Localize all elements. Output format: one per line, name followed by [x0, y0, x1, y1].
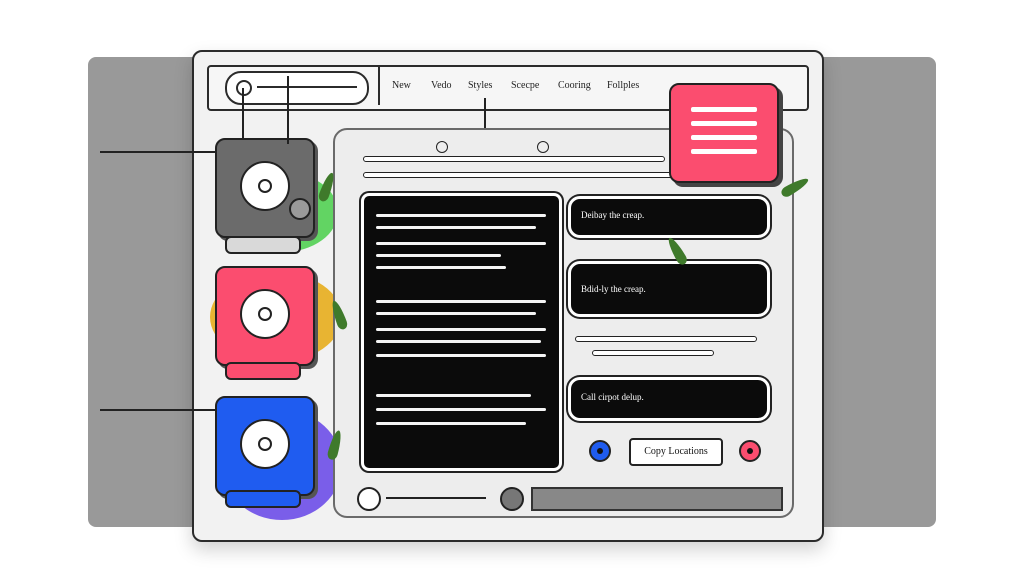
- text-line: [376, 312, 536, 315]
- camera-tile-pink[interactable]: [215, 266, 315, 366]
- message-text: Deibay the creap.: [581, 210, 645, 220]
- pointer-line: [100, 409, 215, 411]
- camera-tile-gray[interactable]: [215, 138, 315, 238]
- text-line: [376, 242, 546, 245]
- text-line: [376, 408, 546, 411]
- nav-separator: [378, 67, 380, 105]
- pink-tile-label: [225, 362, 301, 380]
- gray-tile-label: [225, 236, 301, 254]
- note-line: [691, 149, 757, 154]
- floating-note-card[interactable]: [669, 83, 779, 183]
- divider-line: [592, 350, 714, 356]
- text-line: [376, 300, 546, 303]
- camera-tile-blue[interactable]: [215, 396, 315, 496]
- divider-line: [575, 336, 757, 342]
- nav-item-follples[interactable]: Follples: [607, 80, 640, 91]
- camera-icon: [240, 289, 290, 339]
- blue-tile-label: [225, 490, 301, 508]
- message-text: Call cirpot delup.: [581, 392, 644, 402]
- text-line: [376, 328, 546, 331]
- text-panel: [361, 193, 562, 471]
- nav-item-scecpe[interactable]: Scecpe: [511, 80, 540, 91]
- copy-locations-button[interactable]: Copy Locations: [629, 438, 723, 466]
- text-line: [376, 254, 501, 257]
- search-icon: [236, 80, 252, 96]
- message-text: Bdid-ly the creap.: [581, 284, 646, 294]
- message-bubble[interactable]: Bdid-ly the creap.: [568, 261, 770, 317]
- pointer-line: [287, 76, 289, 144]
- progress-line: [386, 497, 486, 499]
- text-line: [376, 226, 536, 229]
- pink-record-button[interactable]: [739, 440, 761, 462]
- nav-item-styles[interactable]: Styles: [468, 80, 493, 91]
- search-placeholder-line: [257, 86, 357, 88]
- nav-item-vedo[interactable]: Vedo: [431, 80, 452, 91]
- note-line: [691, 107, 757, 112]
- camera-icon: [240, 161, 290, 211]
- note-line: [691, 121, 757, 126]
- text-line: [376, 214, 546, 217]
- blue-record-button[interactable]: [589, 440, 611, 462]
- text-line: [376, 394, 531, 397]
- pointer-line: [484, 98, 486, 150]
- knob-icon: [436, 141, 448, 153]
- message-bubble[interactable]: Deibay the creap.: [568, 196, 770, 238]
- record-icon: [289, 198, 311, 220]
- knob-icon: [537, 141, 549, 153]
- play-icon[interactable]: [357, 487, 381, 511]
- pointer-line: [242, 88, 244, 138]
- header-bar-line: [363, 172, 677, 178]
- text-line: [376, 354, 546, 357]
- text-line: [376, 422, 526, 425]
- nav-item-new[interactable]: New: [392, 80, 411, 91]
- header-bar-line: [363, 156, 665, 162]
- message-bubble[interactable]: Call cirpot delup.: [568, 377, 770, 421]
- note-line: [691, 135, 757, 140]
- status-bar: [531, 487, 783, 511]
- nav-item-cooring[interactable]: Cooring: [558, 80, 591, 91]
- camera-icon: [240, 419, 290, 469]
- text-line: [376, 340, 541, 343]
- text-line: [376, 266, 506, 269]
- stop-button[interactable]: [500, 487, 524, 511]
- pointer-line: [100, 151, 215, 153]
- search-input[interactable]: [225, 71, 369, 105]
